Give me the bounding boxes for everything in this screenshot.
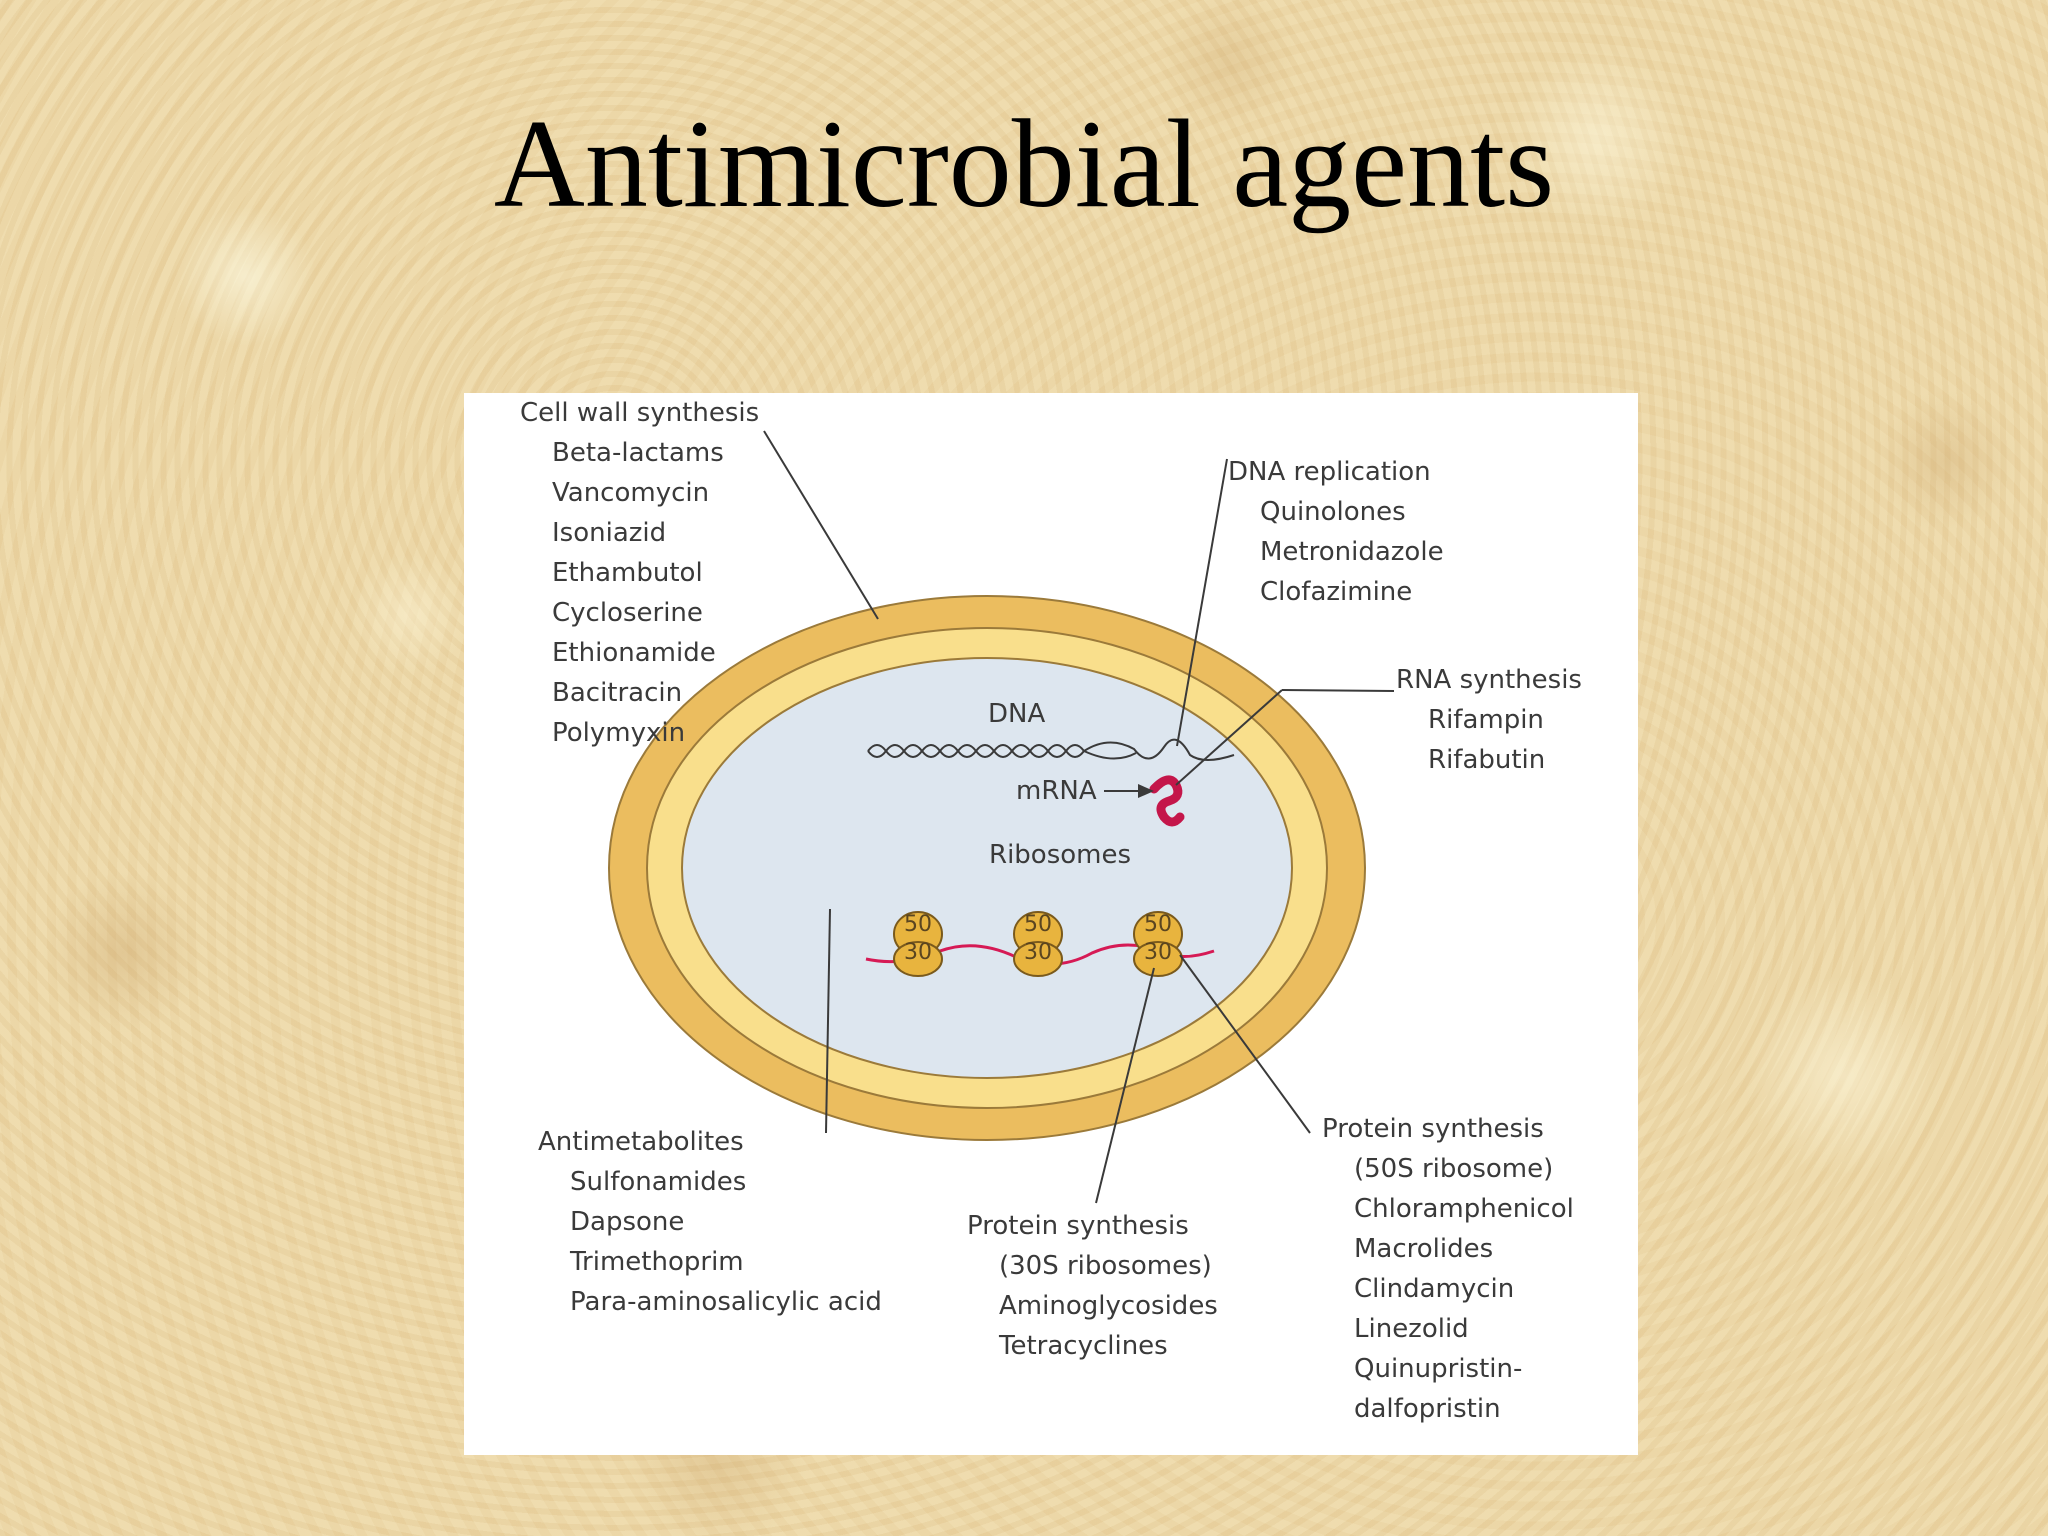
drug-item: Tetracyclines [999, 1331, 1168, 1361]
antimetabolites-leader-diagonal [825, 908, 831, 1134]
ribosome: 50 30 [1014, 909, 1062, 969]
dna-helix [867, 738, 1235, 761]
dna-replication-group: DNA replication Quinolones Metronidazole… [1228, 452, 1444, 612]
dna-label: DNA [988, 699, 1046, 729]
drug-item: Linezolid [1354, 1314, 1469, 1344]
bacterial-cell-illustration [608, 430, 1395, 1204]
leader-lines [763, 430, 1395, 1204]
drug-item: Ethionamide [552, 638, 716, 668]
cell-wall-leader [763, 430, 879, 620]
ribosome: 50 30 [894, 909, 942, 969]
ribosome-large-subunit: 50 [904, 912, 932, 937]
group-heading: DNA replication [1228, 457, 1431, 487]
ribosome-small-subunit: 30 [1144, 940, 1172, 965]
cytoplasm [681, 657, 1293, 1079]
drug-item: Para-aminosalicylic acid [570, 1287, 882, 1317]
drug-item: Dapsone [570, 1207, 685, 1237]
drug-item: dalfopristin [1354, 1394, 1501, 1424]
ribosome-large-subunit: 50 [1144, 912, 1172, 937]
drug-item: Beta-lactams [552, 438, 724, 468]
slide-title: Antimicrobial agents [493, 95, 1555, 234]
protein-synthesis-30s-group: Protein synthesis (30S ribosomes) Aminog… [967, 1206, 1218, 1366]
group-heading: Antimetabolites [538, 1127, 744, 1157]
drug-item: Rifampin [1428, 705, 1544, 735]
group-heading: Protein synthesis [967, 1211, 1189, 1241]
ribosome-shapes [893, 911, 1183, 977]
drug-item: Vancomycin [552, 478, 710, 508]
drug-item: Clofazimine [1260, 577, 1413, 607]
protein-50s-leader [1179, 954, 1311, 1134]
mrna-label: mRNA [1016, 776, 1097, 806]
ribosome: 50 30 [1134, 909, 1182, 969]
mrna-strand [1149, 775, 1185, 827]
drug-item: Clindamycin [1354, 1274, 1515, 1304]
drug-item: (30S ribosomes) [999, 1251, 1212, 1281]
ribosome-small-subunit: 30 [904, 940, 932, 965]
rna-synthesis-group: RNA synthesis Rifampin Rifabutin [1396, 660, 1582, 780]
group-heading: RNA synthesis [1396, 665, 1582, 695]
rna-synthesis-leader [1281, 689, 1395, 692]
group-heading: Protein synthesis [1322, 1114, 1544, 1144]
drug-item: Quinolones [1260, 497, 1406, 527]
drug-item: Chloramphenicol [1354, 1194, 1574, 1224]
drug-item: Ethambutol [552, 558, 703, 588]
protein-synthesis-50s-group: Protein synthesis (50S ribosome) Chloram… [1322, 1109, 1574, 1429]
ribosome-large-subunit: 50 [1024, 912, 1052, 937]
ribosome-small-subunit: 30 [1024, 940, 1052, 965]
cell-wall-synthesis-group: Cell wall synthesis Beta-lactams Vancomy… [520, 393, 759, 753]
dna-replication-leader [1176, 458, 1228, 747]
drug-item: Isoniazid [552, 518, 667, 548]
rna-synthesis-leader-diagonal [1175, 689, 1283, 786]
antimicrobial-targets-diagram: DNA mRNA Ribosomes 50 30 50 30 50 30 Cel… [464, 393, 1638, 1455]
drug-item: Bacitracin [552, 678, 683, 708]
group-heading: Cell wall synthesis [520, 398, 760, 428]
drug-item: Cycloserine [552, 598, 703, 628]
drug-item: Aminoglycosides [999, 1291, 1218, 1321]
drug-item: Rifabutin [1428, 745, 1546, 775]
antimetabolites-group: Antimetabolites Sulfonamides Dapsone Tri… [538, 1122, 882, 1322]
ribosomes-label: Ribosomes [989, 840, 1132, 870]
drug-item: Sulfonamides [570, 1167, 747, 1197]
drug-item: Polymyxin [552, 718, 686, 748]
drug-item: Quinupristin- [1354, 1354, 1523, 1384]
drug-item: Trimethoprim [570, 1247, 744, 1277]
drug-item: (50S ribosome) [1354, 1154, 1554, 1184]
protein-30s-leader [1095, 967, 1155, 1204]
drug-item: Macrolides [1354, 1234, 1494, 1264]
drug-item: Metronidazole [1260, 537, 1444, 567]
mrna-arrowhead [1138, 784, 1154, 798]
